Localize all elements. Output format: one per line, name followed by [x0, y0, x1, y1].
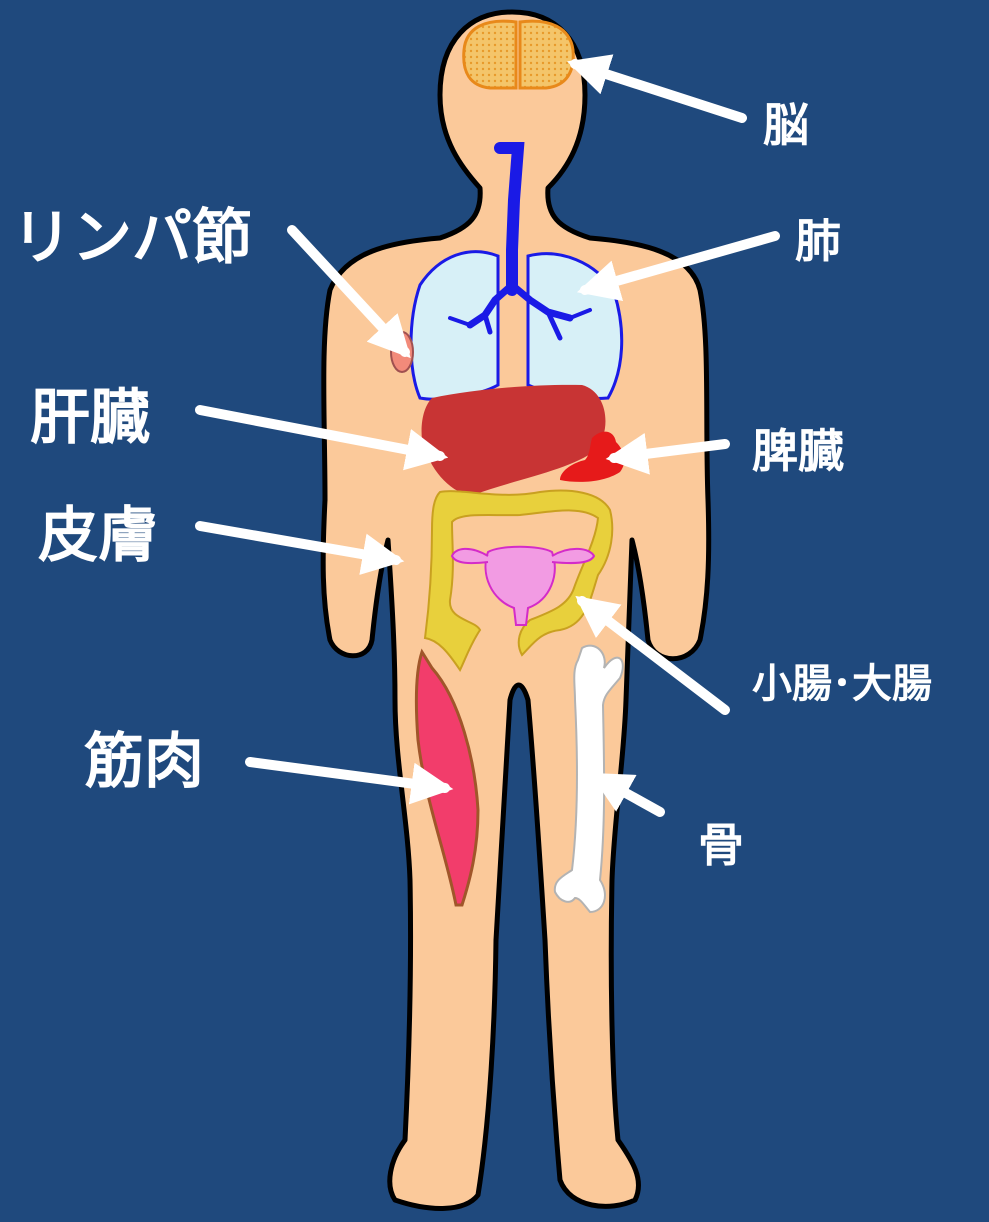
liver-label: 肝臓: [30, 388, 150, 448]
brain-arrow: [575, 64, 742, 118]
lung-label: 肺: [795, 218, 841, 264]
brain-label: 脳: [763, 102, 809, 148]
muscle-label: 筋肉: [84, 732, 204, 792]
lymph-node-label: リンパ節: [12, 208, 252, 268]
intestines-label: 小腸･大腸: [752, 664, 932, 704]
bone-label: 骨: [698, 822, 744, 868]
spleen-label: 脾臓: [752, 428, 844, 474]
skin-label: 皮膚: [38, 506, 158, 566]
